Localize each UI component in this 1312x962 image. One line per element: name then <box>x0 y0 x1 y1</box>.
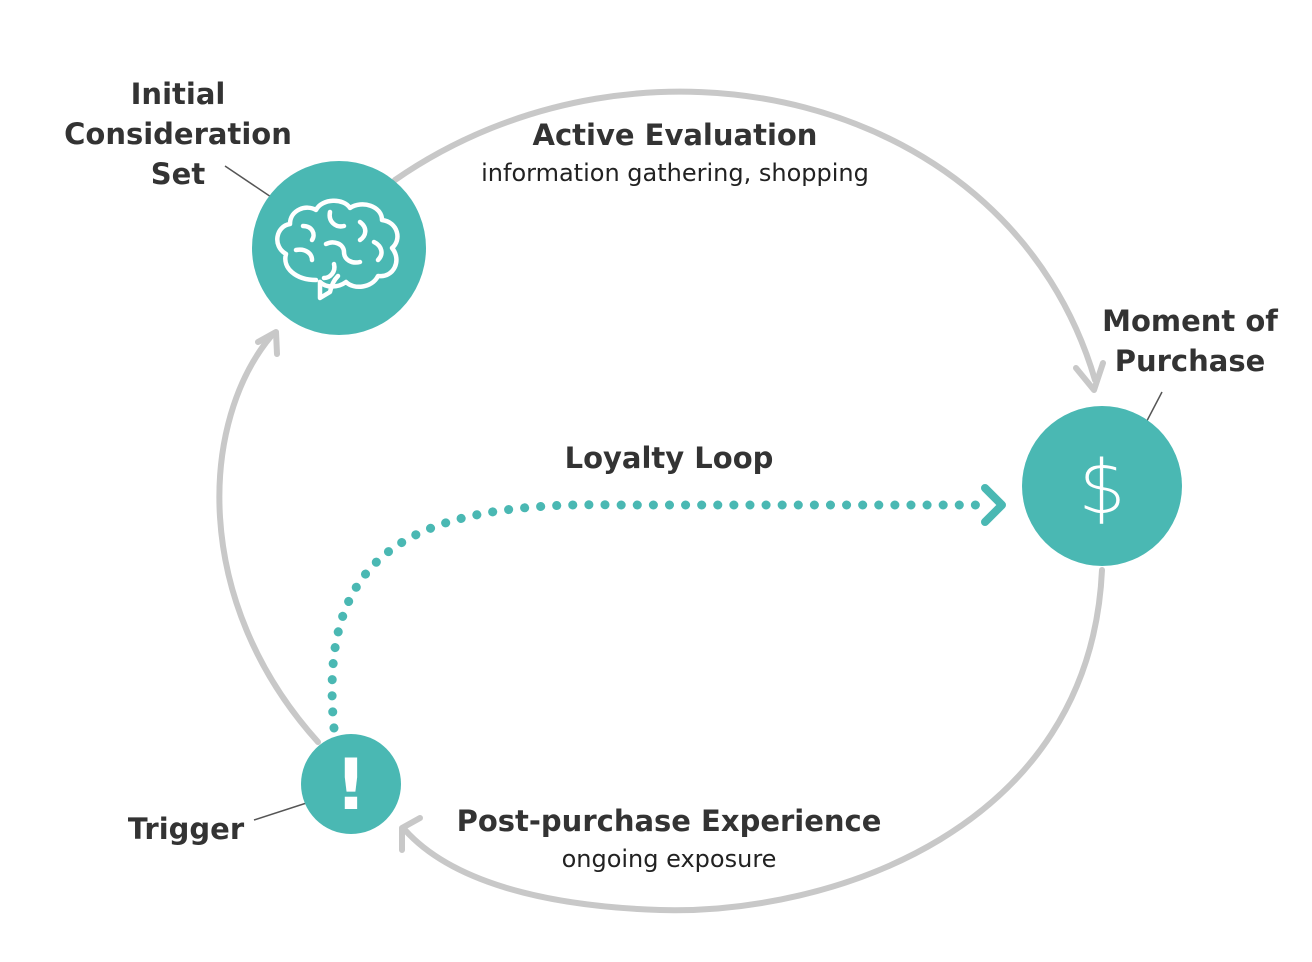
purchase-node <box>1022 406 1182 566</box>
purchase-label-line-1: Moment of <box>1102 304 1278 338</box>
purchase-label-line-2: Purchase <box>1114 344 1266 378</box>
arc-post-purchase <box>402 567 1105 914</box>
arc-active-evaluation <box>392 88 1098 383</box>
exclamation-icon: ! <box>335 744 367 826</box>
trigger-node <box>301 734 401 834</box>
loyalty-loop-path <box>327 500 995 733</box>
consideration-label-line-3: Set <box>150 157 206 191</box>
consideration-label-line-1: Initial <box>130 77 226 111</box>
consideration-label: Initial Consideration Set <box>58 74 298 194</box>
trigger-label: Trigger <box>116 809 256 849</box>
loyalty-loop-arrowhead <box>981 484 1006 526</box>
arrowhead-trigger-to-consideration <box>255 329 280 357</box>
dollar-icon: $ <box>1078 445 1125 531</box>
active-evaluation-title: Active Evaluation <box>532 118 818 152</box>
arrowhead-active-evaluation <box>1073 360 1106 393</box>
post-purchase-title: Post-purchase Experience <box>456 804 882 838</box>
trigger-label-text: Trigger <box>127 812 245 846</box>
purchase-label: Moment of Purchase <box>1090 301 1290 381</box>
brain-icon <box>275 198 400 301</box>
active-evaluation-subtitle: information gathering, shopping <box>481 159 869 187</box>
loyalty-loop-label: Loyalty Loop <box>539 438 799 478</box>
arc-trigger-to-consideration <box>216 332 321 745</box>
post-purchase-subtitle: ongoing exposure <box>561 845 777 873</box>
arrowhead-post-purchase <box>399 815 423 853</box>
consideration-label-line-2: Consideration <box>64 117 292 151</box>
post-purchase-label: Post-purchase Experience ongoing exposur… <box>434 801 904 875</box>
loyalty-loop-title: Loyalty Loop <box>564 441 774 475</box>
active-evaluation-label: Active Evaluation information gathering,… <box>455 115 895 189</box>
consideration-node <box>252 161 426 335</box>
